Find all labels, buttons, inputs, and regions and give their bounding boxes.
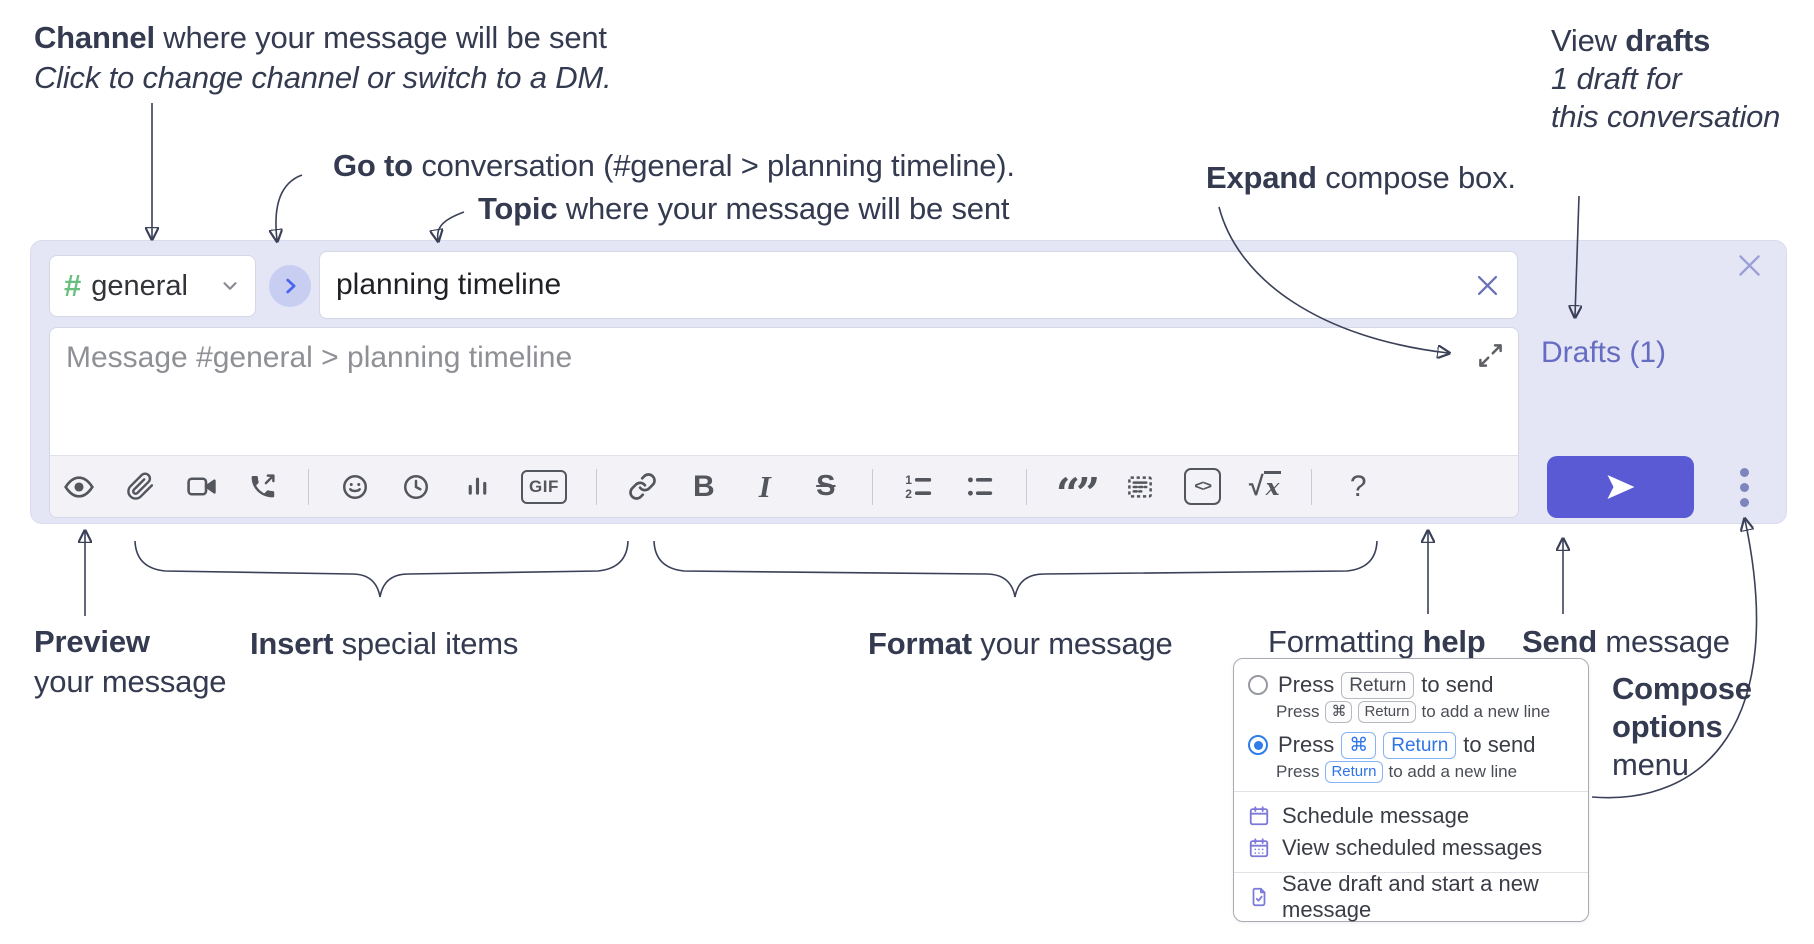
chevron-right-icon <box>286 278 296 294</box>
expand-icon <box>1479 344 1502 367</box>
bar-chart-icon <box>468 477 486 495</box>
toolbar-divider <box>595 468 597 505</box>
clear-topic-button[interactable] <box>1474 272 1501 299</box>
annotation-channel: Channel where your message will be sent … <box>34 20 612 95</box>
option-return-subtext: Press ⌘ Return to add a new line <box>1276 701 1551 723</box>
video-camera-icon <box>186 477 216 496</box>
annotation-go-to: Go to conversation (#general > planning … <box>333 148 1015 183</box>
code-icon: <> <box>1184 468 1222 505</box>
topic-arrow <box>438 211 465 240</box>
toolbar-divider <box>1311 468 1313 505</box>
annotation-insert: Insert special items <box>250 626 519 661</box>
radio-selected[interactable] <box>1248 735 1268 755</box>
radio-unselected[interactable] <box>1248 675 1268 695</box>
italic-icon: I <box>758 468 771 504</box>
emoji-button[interactable] <box>338 467 372 507</box>
save-draft-item[interactable]: Save draft and start a new message <box>1234 871 1588 922</box>
chevron-down-icon <box>219 275 241 297</box>
smiley-icon <box>342 474 368 499</box>
phone-call-icon <box>251 474 275 498</box>
strikethrough-button[interactable]: S <box>809 467 843 507</box>
quote-icon: “” <box>1055 468 1100 518</box>
bulleted-list-icon <box>968 477 993 496</box>
close-compose-button[interactable] <box>1735 251 1764 280</box>
topic-input[interactable]: planning timeline <box>319 251 1518 319</box>
annotation-preview: Preview your message <box>34 624 227 699</box>
annotation-compose-options: Compose options menu <box>1612 671 1752 782</box>
svg-text:2: 2 <box>906 487 913 501</box>
eye-icon <box>64 475 94 498</box>
annotation-send: Send message <box>1522 624 1730 659</box>
topic-value: planning timeline <box>336 268 562 301</box>
draft-document-icon <box>1252 887 1266 907</box>
send-icon <box>1607 475 1634 499</box>
close-icon <box>1739 255 1760 276</box>
goto-arrow <box>276 174 303 240</box>
annotation-formatting-help: Formatting help <box>1268 624 1486 659</box>
strikethrough-icon: S <box>816 470 836 502</box>
close-icon <box>1477 275 1498 295</box>
toolbar-divider <box>1025 468 1027 505</box>
menu-divider <box>1234 791 1588 792</box>
expand-compose-button[interactable] <box>1477 342 1504 369</box>
annotation-topic: Topic where your message will be sent <box>478 191 1010 226</box>
compose-options-menu-button[interactable] <box>1729 463 1759 511</box>
attach-file-button[interactable] <box>123 467 157 507</box>
annotation-format: Format your message <box>868 626 1173 661</box>
preview-button[interactable] <box>62 467 96 507</box>
global-time-button[interactable] <box>399 467 433 507</box>
audio-call-button[interactable] <box>245 467 279 507</box>
insert-brace <box>134 540 629 598</box>
dots-vertical-icon <box>1739 467 1749 477</box>
annotation-expand: Expand compose box. <box>1206 160 1516 195</box>
compose-options-menu: Press Return to send Press ⌘ Return to a… <box>1233 658 1589 922</box>
compose-box: # general planning timeline Message #gen… <box>30 240 1787 524</box>
bold-icon: B <box>693 469 715 503</box>
question-mark-icon: ? <box>1349 469 1367 503</box>
schedule-message-item[interactable]: Schedule message <box>1234 800 1588 832</box>
bold-button[interactable]: B <box>687 467 721 507</box>
message-area[interactable]: Message #general > planning timeline <box>49 327 1519 518</box>
gif-button[interactable]: GIF <box>521 467 567 507</box>
math-button[interactable]: √x <box>1248 467 1282 507</box>
toolbar-divider <box>308 468 309 505</box>
math-icon: √x <box>1248 471 1282 501</box>
video-call-button[interactable] <box>184 467 218 507</box>
go-to-conversation-button[interactable] <box>269 265 311 307</box>
svg-text:1: 1 <box>906 473 913 487</box>
italic-button[interactable]: I <box>748 467 782 507</box>
menu-divider <box>1234 872 1588 873</box>
view-scheduled-messages-item[interactable]: View scheduled messages <box>1234 832 1588 864</box>
calendar-icon <box>1249 806 1269 826</box>
paperclip-icon <box>126 472 153 500</box>
format-brace <box>653 540 1378 598</box>
channel-selector[interactable]: # general <box>49 255 256 317</box>
formatting-help-button[interactable]: ? <box>1341 467 1375 507</box>
drafts-link[interactable]: Drafts (1) <box>1541 336 1667 369</box>
quote-button[interactable]: “” <box>1055 467 1100 518</box>
link-icon <box>629 473 657 500</box>
spoiler-icon <box>1128 475 1153 498</box>
send-button[interactable] <box>1547 456 1694 518</box>
annotation-view-drafts: View drafts 1 draft for this conversatio… <box>1551 23 1781 134</box>
clock-icon <box>403 474 429 499</box>
bulleted-list-button[interactable] <box>963 467 997 507</box>
code-button[interactable]: <> <box>1184 467 1222 507</box>
option-cmd-return-subtext: Press Return to add a new line <box>1276 761 1518 783</box>
message-placeholder: Message #general > planning timeline <box>66 341 573 374</box>
calendar-grid-icon <box>1249 838 1269 858</box>
option-return-to-send[interactable]: Press Return to send <box>1234 671 1588 699</box>
spoiler-button[interactable] <box>1123 467 1157 507</box>
numbered-list-icon: 12 <box>906 473 932 501</box>
channel-hash-icon: # <box>64 268 82 303</box>
link-button[interactable] <box>626 467 660 507</box>
gif-icon: GIF <box>521 469 567 504</box>
toolbar-divider <box>871 468 873 505</box>
channel-label: general <box>91 269 188 302</box>
option-cmd-return-to-send[interactable]: Press ⌘ Return to send <box>1234 731 1588 759</box>
poll-button[interactable] <box>460 467 494 507</box>
